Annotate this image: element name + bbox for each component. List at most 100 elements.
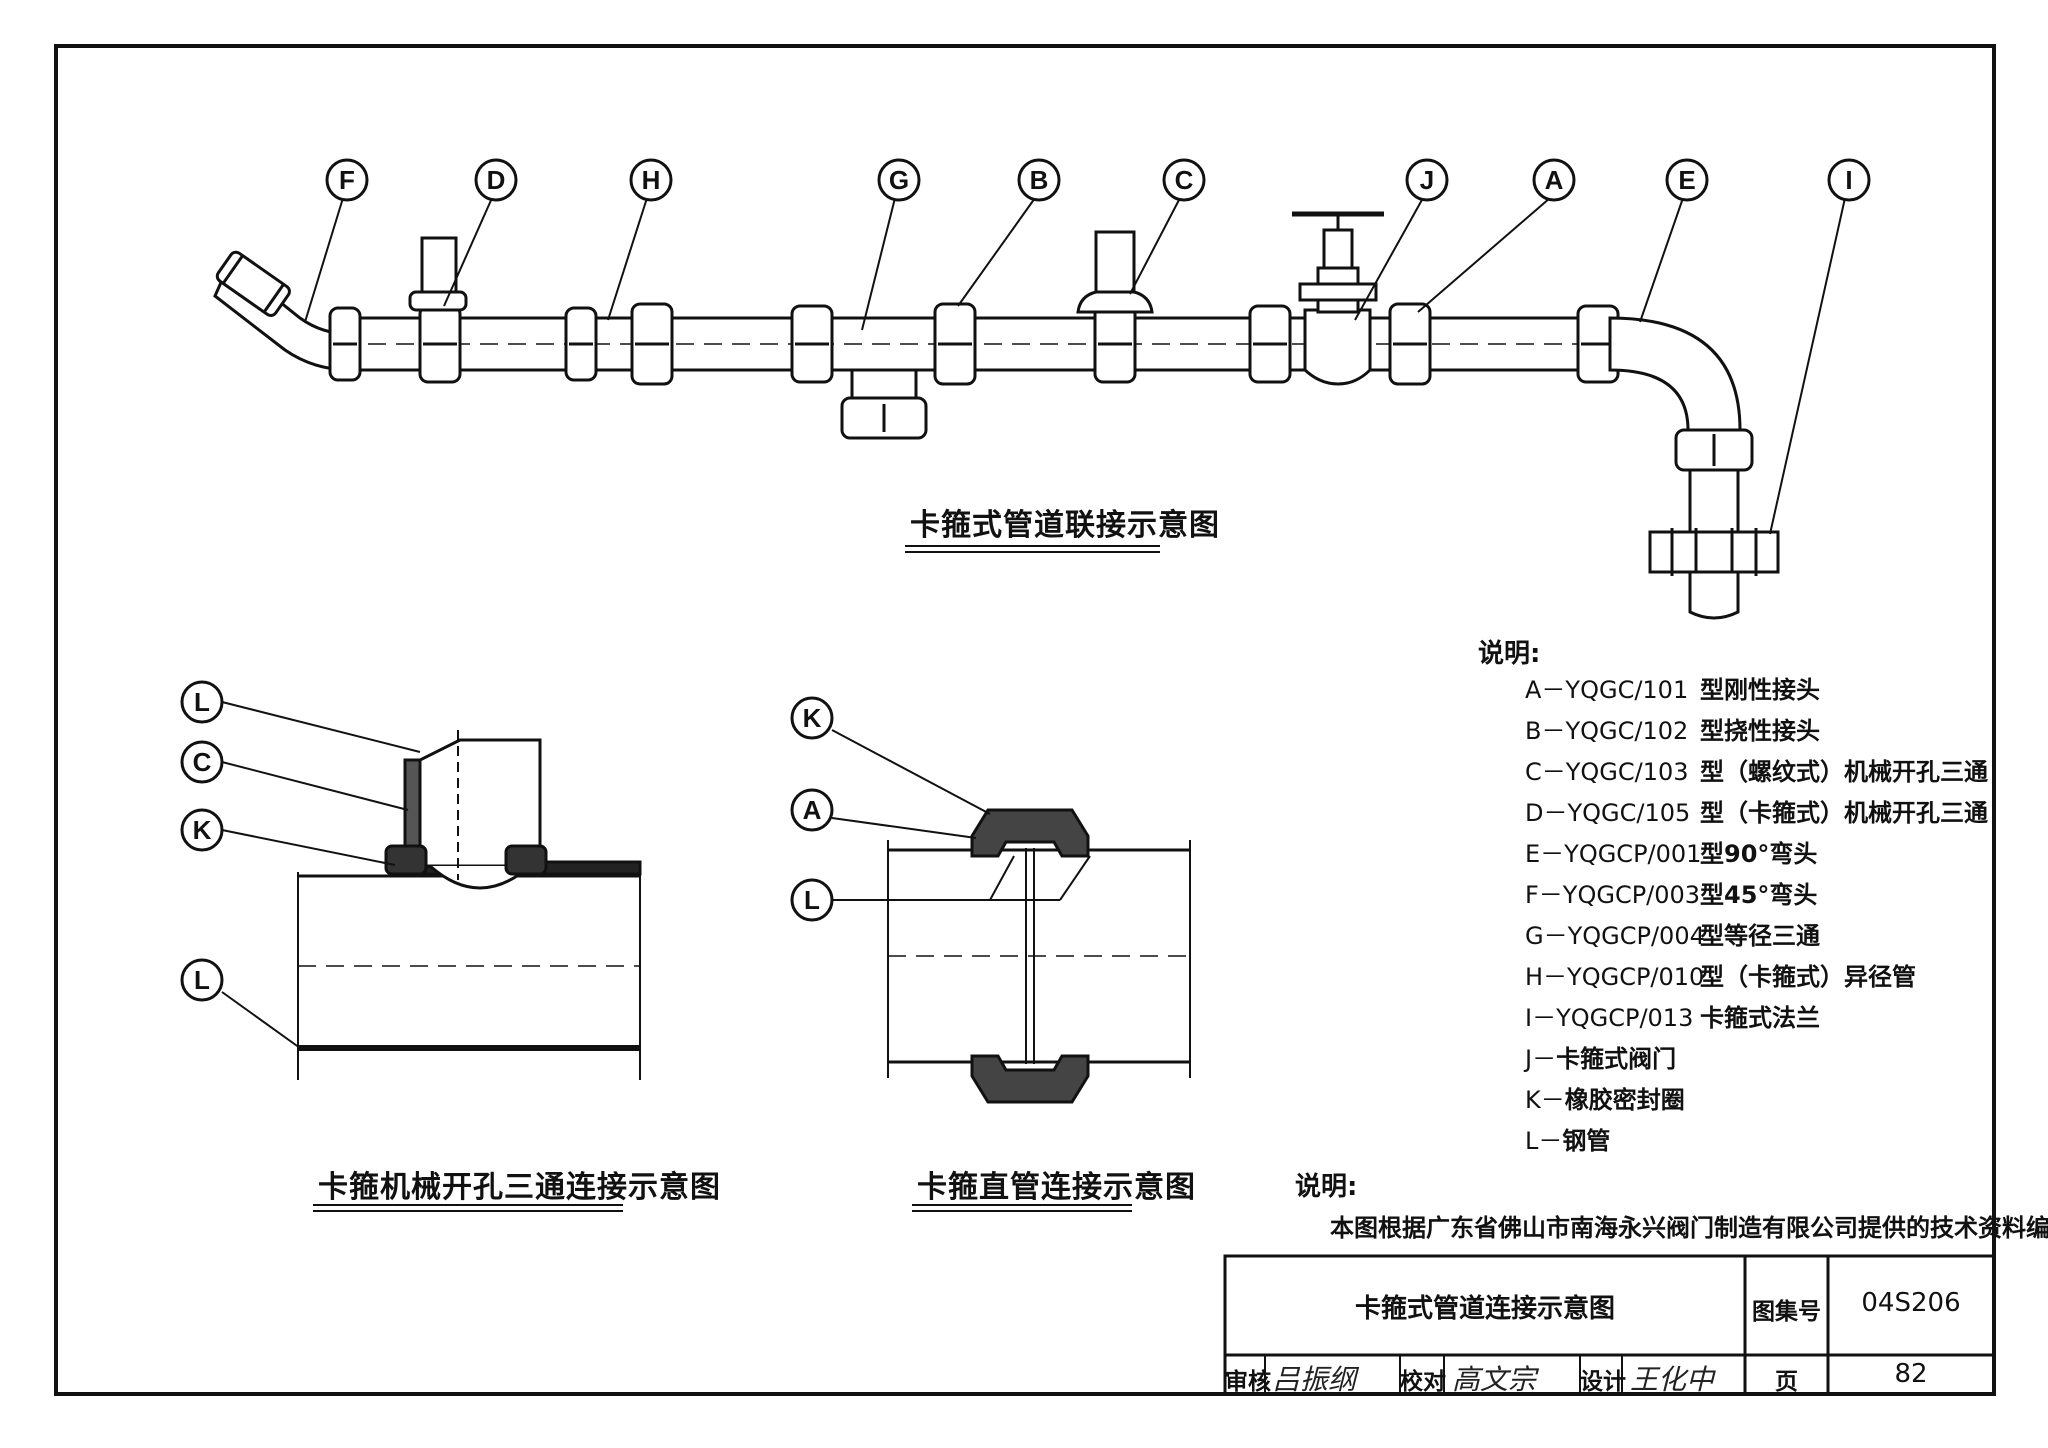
legend-title: 说明: xyxy=(1478,639,1541,669)
straight-detail xyxy=(887,808,1191,1104)
legend-item: J－卡箍式阀门 xyxy=(1525,1039,1676,1074)
designer-signature: 王化中 xyxy=(1630,1363,1715,1396)
balloon-a xyxy=(1532,158,1576,202)
coupling-1 xyxy=(328,306,362,382)
balloon-g xyxy=(877,158,921,202)
caption-tee-underline xyxy=(313,1210,623,1212)
balloon-label: I xyxy=(1845,165,1852,195)
legend-desc: 型（卡箍式）异径管 xyxy=(1700,963,1916,991)
reviewer-signature: 吕振纲 xyxy=(1272,1363,1357,1396)
branch-stub-45 xyxy=(215,250,291,317)
tee-balloons xyxy=(180,680,224,1002)
valve-j xyxy=(1292,211,1384,386)
legend-code: A－YQGC/101 xyxy=(1525,676,1689,704)
title-block-grid xyxy=(1223,1254,1996,1396)
caption-straight-underline xyxy=(912,1210,1132,1212)
flange-tail-pipe xyxy=(1688,570,1740,620)
title-block-title: 卡箍式管道连接示意图 xyxy=(1354,1294,1615,1324)
tee-leaders xyxy=(221,701,421,1049)
coupling-c-tee xyxy=(1093,304,1137,384)
elbow-90 xyxy=(1608,316,1742,432)
balloon-label: J xyxy=(1420,165,1434,195)
legend-code: I－YQGCP/013 xyxy=(1525,1004,1694,1032)
legend-item: B－YQGC/102 型挠性接头 xyxy=(1525,711,1820,746)
check-label: 校对 xyxy=(1400,1369,1446,1395)
coupling-8 xyxy=(1248,304,1292,384)
balloon-label: L xyxy=(804,885,820,915)
straight-clamp-top xyxy=(970,808,1090,858)
flange-i xyxy=(1648,530,1780,574)
legend-desc: 型刚性接头 xyxy=(1700,676,1820,704)
balloon-label: K xyxy=(803,703,822,733)
note-title: 说明: xyxy=(1295,1172,1358,1202)
checker-signature: 高文宗 xyxy=(1452,1363,1537,1396)
tee-detail xyxy=(297,730,642,1080)
straight-clamp-bottom xyxy=(970,1054,1090,1104)
legend-code: J－ xyxy=(1525,1045,1557,1073)
caption-main-underline xyxy=(905,551,1160,553)
balloon-c xyxy=(1162,158,1206,202)
legend-desc: 钢管 xyxy=(1562,1127,1611,1155)
design-label: 设计 xyxy=(1580,1369,1626,1395)
caption-main-underline xyxy=(905,545,1160,547)
legend-code: D－YQGC/105 xyxy=(1525,799,1691,827)
legend-desc: 型45°弯头 xyxy=(1700,881,1818,909)
caption-tee-underline xyxy=(313,1204,623,1206)
coupling-5 xyxy=(790,304,834,384)
page-label: 页 xyxy=(1775,1369,1798,1395)
balloon-label: E xyxy=(1678,165,1695,195)
balloon-label: L xyxy=(194,687,210,717)
legend-code: H－YQGCP/010 xyxy=(1525,963,1705,991)
legend-item: K－橡胶密封圈 xyxy=(1525,1080,1685,1115)
caption-main: 卡箍式管道联接示意图 xyxy=(910,508,1220,543)
legend-code: F－YQGCP/003 xyxy=(1525,881,1701,909)
legend-desc: 型挠性接头 xyxy=(1700,717,1820,745)
legend-item: F－YQGCP/003型45°弯头 xyxy=(1525,875,1817,910)
coupling-a xyxy=(1388,302,1432,386)
straight-balloons xyxy=(790,696,834,922)
balloon-h xyxy=(629,158,673,202)
legend-code: C－YQGC/103 xyxy=(1525,758,1689,786)
coupling-h xyxy=(630,302,674,386)
legend-desc: 卡箍式阀门 xyxy=(1556,1045,1677,1073)
atlas-label: 图集号 xyxy=(1752,1299,1821,1325)
pipeline-assembly xyxy=(213,211,1780,620)
legend-item: A－YQGC/101 型刚性接头 xyxy=(1525,670,1820,705)
balloon-label: B xyxy=(1030,165,1049,195)
caption-tee: 卡箍机械开孔三通连接示意图 xyxy=(318,1170,721,1205)
legend-code: B－YQGC/102 xyxy=(1525,717,1689,745)
page-number: 82 xyxy=(1894,1359,1928,1389)
coupling-b xyxy=(933,302,977,386)
balloon-j xyxy=(1405,158,1449,202)
balloon-e xyxy=(1665,158,1709,202)
review-label: 审核 xyxy=(1225,1369,1271,1395)
balloon-f xyxy=(325,158,369,202)
tee-clamp-right xyxy=(504,844,548,876)
legend-desc: 型90°弯头 xyxy=(1700,840,1818,868)
legend-desc: 型（螺纹式）机械开孔三通 xyxy=(1700,758,1988,786)
legend-item: C－YQGC/103 型（螺纹式）机械开孔三通 xyxy=(1525,752,1988,787)
legend-code: L－ xyxy=(1525,1127,1563,1155)
legend-item: E－YQGCP/001型90°弯头 xyxy=(1525,834,1817,869)
tee-clamp-left xyxy=(384,844,428,876)
balloon-label: A xyxy=(803,795,822,825)
balloon-b xyxy=(1017,158,1061,202)
straight-leaders xyxy=(831,729,1091,901)
branch-c-saddle xyxy=(1076,290,1154,314)
balloon-label: D xyxy=(487,165,506,195)
balloon-label: C xyxy=(1175,165,1194,195)
balloon-i xyxy=(1827,158,1871,202)
coupling-3 xyxy=(564,306,598,382)
branch-c-pipe xyxy=(1094,230,1136,300)
balloon-label: F xyxy=(339,165,355,195)
legend-code: K－ xyxy=(1525,1086,1565,1114)
legend-desc: 型等径三通 xyxy=(1700,922,1820,950)
legend-item: H－YQGCP/010型（卡箍式）异径管 xyxy=(1525,957,1916,992)
atlas-number: 04S206 xyxy=(1861,1288,1961,1318)
legend-item: L－钢管 xyxy=(1525,1121,1610,1156)
legend-desc: 卡箍式法兰 xyxy=(1700,1004,1820,1032)
